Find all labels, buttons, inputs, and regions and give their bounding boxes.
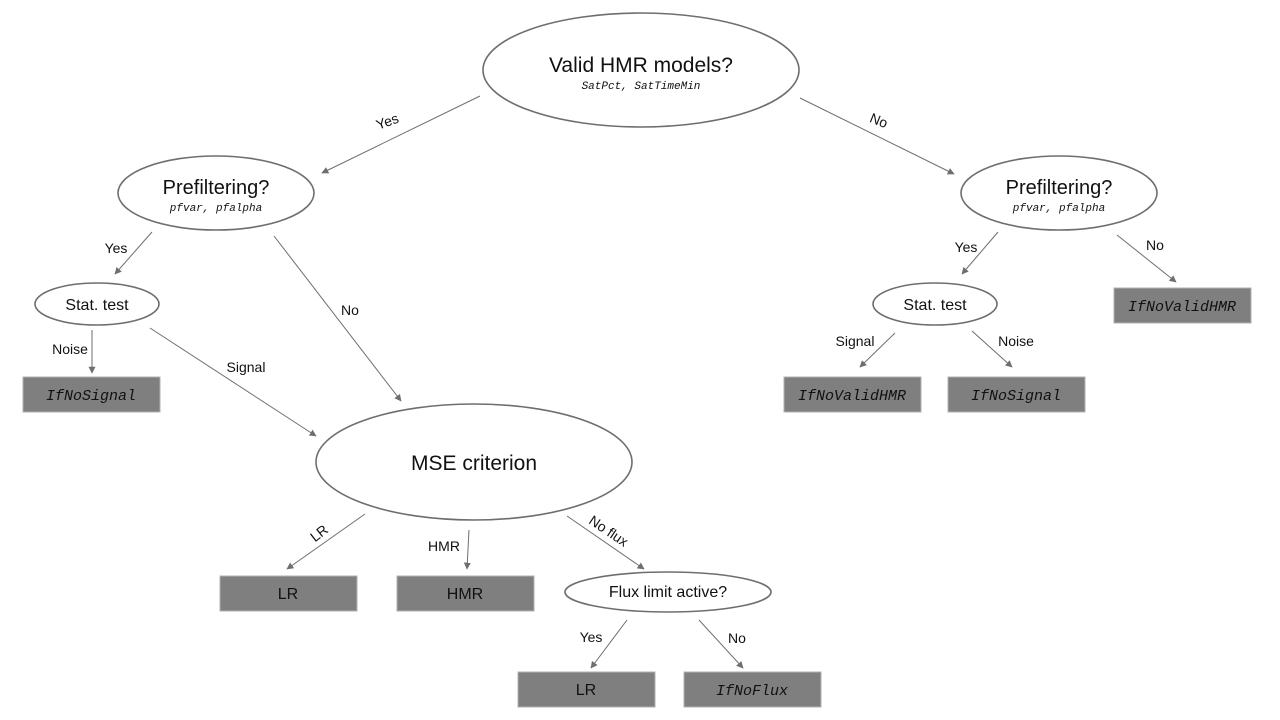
edge-prefilter-left-to-mse bbox=[273, 235, 402, 402]
node-prefiltering-left-title: Prefiltering? bbox=[163, 177, 270, 199]
leaf-ifnovalidhmr-top-right-label: IfNoValidHMR bbox=[1128, 299, 1236, 316]
leaf-ifnosignal-right-box bbox=[947, 376, 1086, 413]
leaf-lr-mse-label: LR bbox=[278, 586, 298, 603]
leaf-ifnovalidhmr-top-right: IfNoValidHMR bbox=[1113, 287, 1252, 324]
node-mse-shape bbox=[315, 403, 633, 521]
edge-label-signal-left: Signal bbox=[227, 359, 266, 375]
leaf-ifnosignal-left: IfNoSignal bbox=[22, 376, 161, 413]
edge-valid-to-prefilter-right bbox=[799, 97, 955, 175]
edge-label-no-flux-limit: No bbox=[728, 630, 746, 646]
leaf-ifnoflux-label: IfNoFlux bbox=[716, 683, 788, 700]
edge-label-yes-flux: Yes bbox=[580, 629, 603, 645]
node-prefiltering-left: Prefiltering? pfvar, pfalpha bbox=[117, 155, 315, 231]
edge-mse-to-lr bbox=[286, 513, 366, 570]
node-stat-test-left-shape bbox=[34, 282, 160, 326]
edge-label-signal-right: Signal bbox=[836, 333, 875, 349]
leaf-ifnoflux-box bbox=[683, 671, 822, 708]
edge-mse-to-flux-limit bbox=[566, 515, 645, 570]
leaf-hmr-mse-label: HMR bbox=[447, 586, 483, 603]
leaf-lr-flux-box bbox=[517, 671, 656, 708]
leaf-lr-flux: LR bbox=[517, 671, 656, 708]
node-prefiltering-left-shape bbox=[117, 155, 315, 231]
leaf-hmr-mse-box bbox=[396, 575, 535, 612]
leaf-hmr-mse: HMR bbox=[396, 575, 535, 612]
node-valid-hmr-title: Valid HMR models? bbox=[549, 54, 733, 77]
node-valid-hmr-shape bbox=[482, 12, 800, 128]
node-flux-limit-shape bbox=[564, 571, 772, 613]
edge-label-noise-left: Noise bbox=[52, 341, 88, 357]
edge-stat-test-right-to-ifnovalidhmr bbox=[859, 332, 896, 368]
node-prefiltering-right-title: Prefiltering? bbox=[1006, 177, 1113, 199]
leaf-ifnosignal-right: IfNoSignal bbox=[947, 376, 1086, 413]
node-prefiltering-right: Prefiltering? pfvar, pfalpha bbox=[960, 155, 1158, 231]
node-mse-title: MSE criterion bbox=[411, 452, 537, 475]
edge-label-no-top: No bbox=[868, 110, 891, 132]
edges bbox=[88, 95, 1177, 669]
node-prefiltering-right-shape bbox=[960, 155, 1158, 231]
edge-label-yes-top: Yes bbox=[374, 110, 401, 133]
node-prefiltering-right-params: pfvar, pfalpha bbox=[1012, 203, 1105, 215]
edge-prefilter-right-to-ifnovalidhmr bbox=[1116, 234, 1177, 283]
leaf-ifnosignal-left-label: IfNoSignal bbox=[46, 388, 136, 405]
leaf-lr-mse-box bbox=[219, 575, 358, 612]
leaf-lr-flux-label: LR bbox=[576, 682, 596, 699]
leaf-lr-mse: LR bbox=[219, 575, 358, 612]
node-stat-test-left-title: Stat. test bbox=[65, 297, 129, 314]
leaf-ifnovalidhmr-mid: IfNoValidHMR bbox=[783, 376, 922, 413]
edge-label-no-pf-right: No bbox=[1146, 237, 1164, 253]
node-valid-hmr-models: Valid HMR models? SatPct, SatTimeMin bbox=[482, 12, 800, 128]
node-flux-limit-title: Flux limit active? bbox=[609, 584, 727, 601]
node-stat-test-right: Stat. test bbox=[872, 282, 998, 326]
edge-prefilter-left-to-stat-test bbox=[114, 231, 153, 275]
leaf-ifnovalidhmr-mid-box bbox=[783, 376, 922, 413]
edge-label-hmr: HMR bbox=[428, 538, 460, 554]
node-mse-criterion: MSE criterion bbox=[315, 403, 633, 521]
leaf-ifnosignal-left-box bbox=[22, 376, 161, 413]
edge-labels: Yes No Yes No Noise Signal Yes No Signal… bbox=[52, 110, 1164, 646]
edge-mse-to-hmr bbox=[463, 529, 471, 570]
edge-valid-to-prefilter-left bbox=[321, 95, 481, 174]
edge-label-no-flux: No flux bbox=[586, 512, 631, 550]
edge-label-noise-right: Noise bbox=[998, 333, 1034, 349]
edge-stat-test-right-to-ifnosignal bbox=[971, 330, 1013, 368]
node-flux-limit-active: Flux limit active? bbox=[564, 571, 772, 613]
edge-label-lr: LR bbox=[307, 521, 331, 545]
leaf-ifnovalidhmr-top-right-box bbox=[1113, 287, 1252, 324]
node-stat-test-right-title: Stat. test bbox=[903, 297, 967, 314]
edge-label-yes-pf-right: Yes bbox=[955, 239, 978, 255]
edge-label-no-pf-left: No bbox=[341, 302, 359, 318]
edge-flux-limit-to-lr bbox=[590, 619, 628, 669]
leaf-ifnosignal-right-label: IfNoSignal bbox=[971, 388, 1061, 405]
edge-flux-limit-to-ifnoflux bbox=[698, 619, 744, 669]
node-valid-hmr-params: SatPct, SatTimeMin bbox=[582, 81, 701, 93]
edge-prefilter-right-to-stat-test bbox=[961, 231, 999, 275]
leaf-ifnoflux: IfNoFlux bbox=[683, 671, 822, 708]
edge-label-yes-pf-left: Yes bbox=[105, 240, 128, 256]
leaf-ifnovalidhmr-mid-label: IfNoValidHMR bbox=[798, 388, 906, 405]
node-prefiltering-left-params: pfvar, pfalpha bbox=[169, 203, 262, 215]
node-stat-test-left: Stat. test bbox=[34, 282, 160, 326]
edge-stat-test-left-to-mse bbox=[149, 327, 317, 437]
node-stat-test-right-shape bbox=[872, 282, 998, 326]
